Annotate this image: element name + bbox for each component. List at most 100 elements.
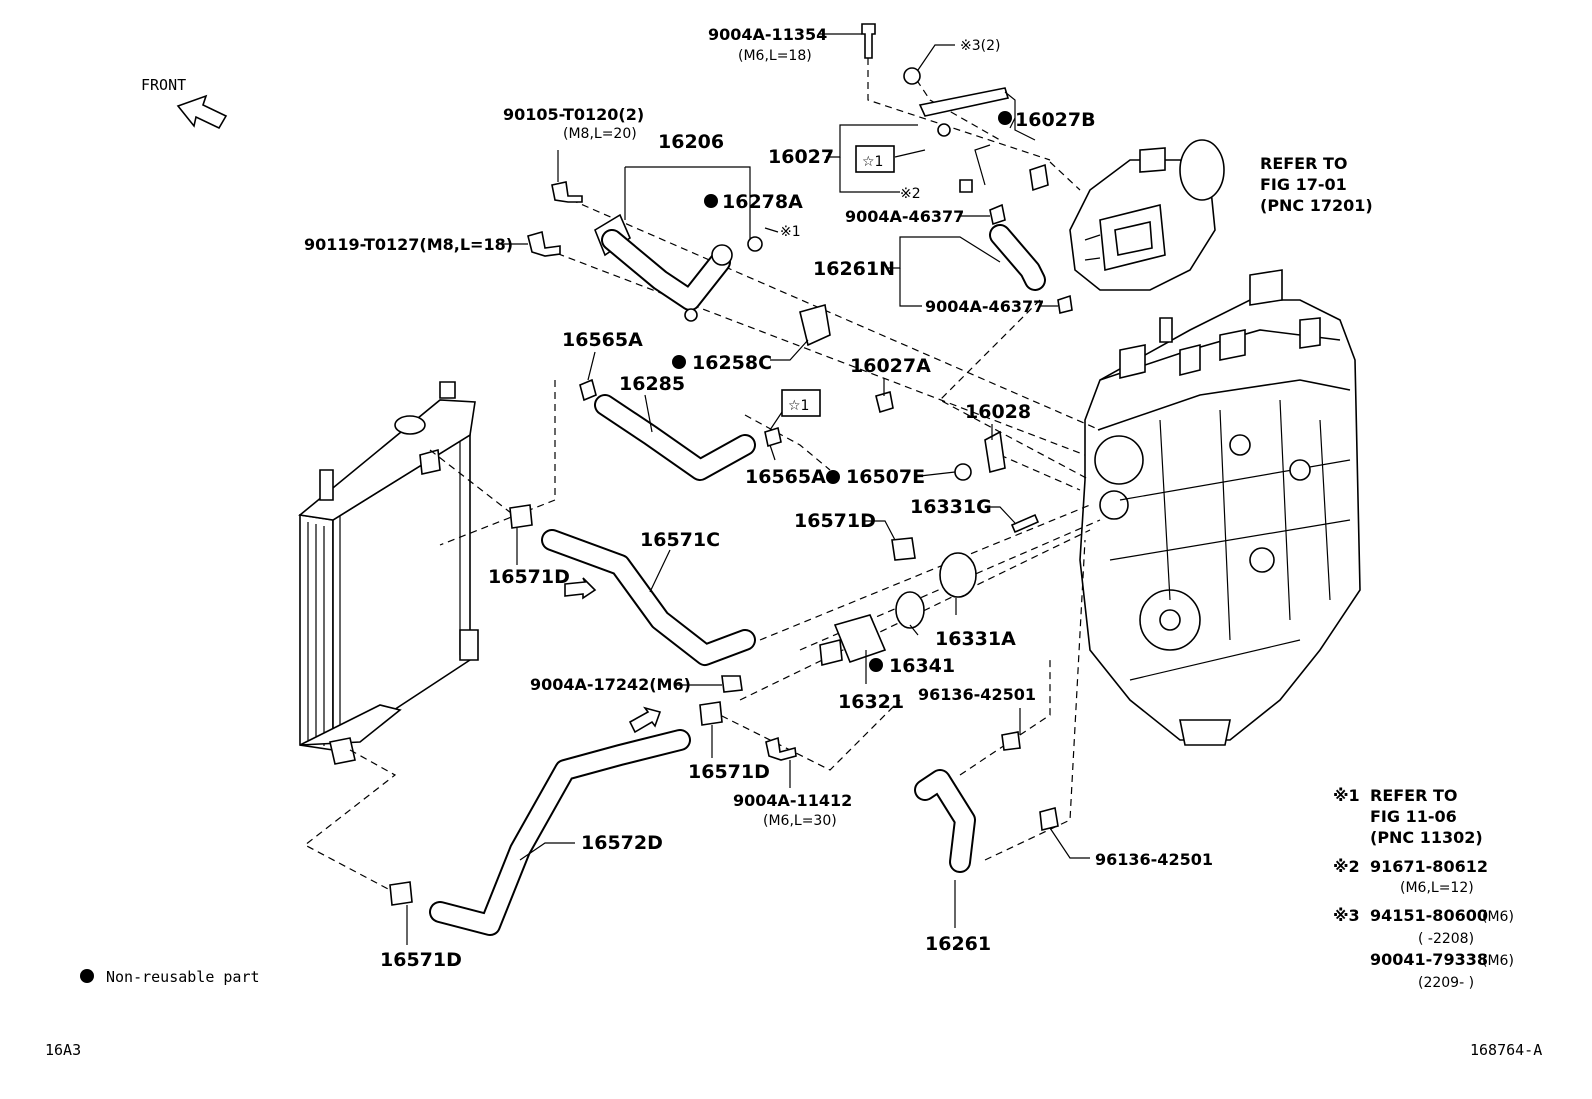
label-96136-42501-a: 96136-42501 bbox=[918, 685, 1036, 704]
clip-16507E bbox=[954, 463, 972, 481]
label-16571C: 16571C bbox=[640, 529, 720, 551]
clip-9004A-46377-b bbox=[1057, 294, 1073, 314]
bolt-9004A-11354 bbox=[861, 23, 876, 59]
label-16278A: 16278A bbox=[722, 191, 803, 213]
label-16507E: 16507E bbox=[846, 466, 925, 488]
label-star1-b: ☆1 bbox=[788, 398, 809, 414]
label-16261N: 16261N bbox=[813, 258, 895, 280]
clamp-16571D-d bbox=[389, 881, 413, 906]
label-16341: 16341 bbox=[889, 655, 955, 677]
footer-left-code: 16A3 bbox=[45, 1041, 81, 1059]
clamp-16571D-b bbox=[891, 537, 916, 561]
footer-right-code: 168764-A bbox=[1470, 1041, 1542, 1059]
non-reusable-dot-16027B bbox=[998, 111, 1012, 125]
label-star1-a: ☆1 bbox=[862, 154, 883, 170]
non-reusable-legend-dot bbox=[80, 969, 94, 983]
label-16572D: 16572D bbox=[581, 832, 663, 854]
bolt-note2 bbox=[959, 179, 973, 193]
label-16571D-d: 16571D bbox=[380, 949, 462, 971]
note3-part1: 94151-80600 bbox=[1370, 906, 1488, 925]
bolt-90105-T0120 bbox=[551, 181, 583, 203]
radiator bbox=[298, 381, 479, 765]
note1-line2: FIG 11-06 bbox=[1370, 807, 1457, 826]
front-arrow-icon bbox=[176, 94, 228, 130]
note3-part1-spec: (M6) bbox=[1482, 909, 1514, 925]
label-16331G: 16331G bbox=[910, 496, 992, 518]
bolt-9004A-11412 bbox=[765, 736, 797, 761]
note3-part2-spec: (M6) bbox=[1482, 953, 1514, 969]
label-90105-T0120: 90105-T0120(2) bbox=[503, 105, 644, 124]
water-inlet-cap-16331A bbox=[939, 552, 977, 598]
label-refer-17-line3: (PNC 17201) bbox=[1260, 196, 1373, 215]
radiator-hose-16571C bbox=[541, 529, 756, 666]
label-16027A: 16027A bbox=[850, 355, 931, 377]
stud-16331G bbox=[1010, 513, 1040, 534]
label-96136-42501-b: 96136-42501 bbox=[1095, 850, 1213, 869]
label-9004A-11412: 9004A-11412 bbox=[733, 791, 852, 810]
label-16261: 16261 bbox=[925, 933, 991, 955]
label-90119-T0127: 90119-T0127(M8,L=18) bbox=[304, 235, 513, 254]
water-hose-16261N bbox=[989, 224, 1046, 291]
label-9004A-17242: 9004A-17242(M6) bbox=[530, 675, 691, 694]
label-16571D-b: 16571D bbox=[488, 566, 570, 588]
label-refer-17-line2: FIG 17-01 bbox=[1260, 175, 1347, 194]
label-refer-17-line1: REFER TO bbox=[1260, 154, 1348, 173]
nut-note3 bbox=[903, 67, 921, 85]
note3-part2: 90041-79338 bbox=[1370, 950, 1488, 969]
note3-part1-range: ( -2208) bbox=[1418, 931, 1474, 947]
note1-line1: REFER TO bbox=[1370, 786, 1458, 805]
bracket-16028 bbox=[984, 430, 1006, 474]
label-9004A-11354: 9004A-11354 bbox=[708, 25, 827, 44]
engine-block bbox=[1079, 269, 1361, 746]
water-bypass-pipe-16027 bbox=[918, 87, 1049, 192]
gasket-16258C bbox=[799, 303, 831, 347]
thermostat-housing-16321 bbox=[819, 614, 887, 667]
label-note3-top: ※3(2) bbox=[960, 38, 1000, 54]
water-outlet-pipe-16206 bbox=[594, 213, 733, 322]
label-16258C: 16258C bbox=[692, 352, 772, 374]
label-16571D-c: 16571D bbox=[688, 761, 770, 783]
clip-9004A-46377-a bbox=[989, 203, 1006, 226]
flow-arrow-icon-upper bbox=[564, 577, 597, 600]
reference-notes: ※1 REFER TO FIG 11-06 (PNC 11302) ※2 916… bbox=[1333, 786, 1514, 991]
radiator-hose-16572D bbox=[429, 729, 691, 936]
clamp-16571D-c bbox=[699, 701, 723, 726]
label-90105-spec: (M8,L=20) bbox=[563, 126, 637, 142]
note1-mark: ※1 bbox=[1333, 786, 1360, 805]
label-16027: 16027 bbox=[768, 146, 834, 168]
label-16565A-a: 16565A bbox=[562, 329, 643, 351]
flow-arrow-icon-lower bbox=[628, 706, 662, 734]
note2-part: 91671-80612 bbox=[1370, 857, 1488, 876]
front-direction-indicator: FRONT bbox=[141, 76, 228, 130]
non-reusable-dot-16278A bbox=[704, 194, 718, 208]
clamp-16565A-b bbox=[764, 426, 782, 448]
label-16331A: 16331A bbox=[935, 628, 1016, 650]
front-label: FRONT bbox=[141, 76, 186, 94]
label-16028: 16028 bbox=[965, 401, 1031, 423]
note1-line3: (PNC 11302) bbox=[1370, 828, 1483, 847]
label-9004A-46377-a: 9004A-46377 bbox=[845, 207, 964, 226]
label-note2-small: ※2 bbox=[900, 186, 921, 202]
part-labels: 9004A-11354 (M6,L=18) ※3(2) 90105-T0120(… bbox=[304, 25, 1373, 971]
note2-mark: ※2 bbox=[1333, 857, 1360, 876]
non-reusable-dot-16341 bbox=[869, 658, 883, 672]
label-16565A-b: 16565A bbox=[745, 466, 826, 488]
clamp-16571D-a bbox=[509, 504, 533, 529]
bolt-9004A-17242 bbox=[721, 675, 743, 693]
label-16571D-a: 16571D bbox=[794, 510, 876, 532]
turbocharger-assembly bbox=[1069, 139, 1225, 291]
label-9004A-46377-b: 9004A-46377 bbox=[925, 297, 1044, 316]
water-hose-16285 bbox=[594, 394, 756, 481]
gasket-16278A bbox=[747, 236, 763, 252]
star1-box-a bbox=[855, 145, 895, 173]
non-reusable-dot-16258C bbox=[672, 355, 686, 369]
note3-mark: ※3 bbox=[1333, 906, 1360, 925]
label-16206: 16206 bbox=[658, 131, 724, 153]
label-9004A-11354-spec: (M6,L=18) bbox=[738, 48, 812, 64]
label-note1-small: ※1 bbox=[780, 224, 801, 240]
water-hose-16261 bbox=[914, 769, 976, 873]
label-9004A-11412-spec: (M6,L=30) bbox=[763, 813, 837, 829]
non-reusable-markers bbox=[80, 111, 1012, 983]
note2-spec: (M6,L=12) bbox=[1400, 880, 1474, 896]
